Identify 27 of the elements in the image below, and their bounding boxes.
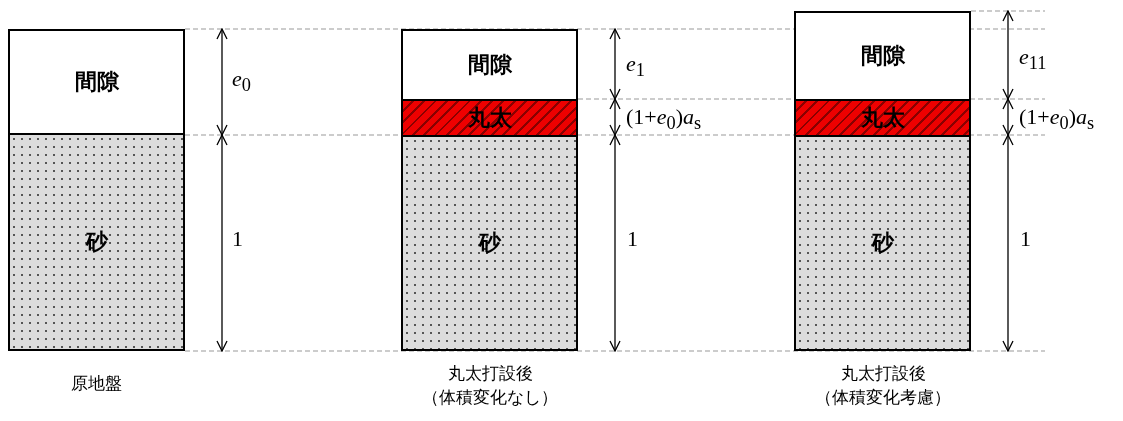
layer-label: 丸太 (860, 105, 905, 131)
sand-layer (794, 135, 971, 351)
dimension-label: 1 (1020, 228, 1031, 250)
layer-label: 間隙 (467, 52, 512, 78)
sand-layer (401, 135, 578, 351)
layer-label: 間隙 (860, 43, 905, 69)
dimension-label: (1+e$_{0}$)a$_{s}$ (1019, 106, 1095, 133)
void-layer (8, 29, 185, 135)
layer-label: 砂 (478, 230, 501, 256)
layer-label: 砂 (871, 230, 894, 256)
layer-label: 間隙 (74, 69, 119, 95)
dimension-label: e$_{1}$ (626, 53, 645, 80)
log-layer (401, 99, 578, 137)
dimension-label: 1 (232, 228, 243, 250)
panel-caption: 丸太打設後（体積変化考慮） (814, 362, 952, 409)
log-layer (794, 99, 971, 137)
void-layer (401, 29, 578, 101)
layer-label: 砂 (85, 229, 108, 255)
dimension-label: e$_{11}$ (1019, 46, 1047, 73)
layer-label: 丸太 (467, 105, 512, 131)
sand-layer (8, 133, 185, 351)
void-layer (794, 11, 971, 101)
panel-caption: 丸太打設後（体積変化なし） (421, 362, 559, 409)
dimension-label: 1 (627, 228, 638, 250)
dimension-label: (1+e$_{0}$)a$_{s}$ (626, 106, 702, 133)
panel-caption: 原地盤 (69, 372, 123, 395)
dimension-label: e$_{0}$ (232, 68, 251, 95)
